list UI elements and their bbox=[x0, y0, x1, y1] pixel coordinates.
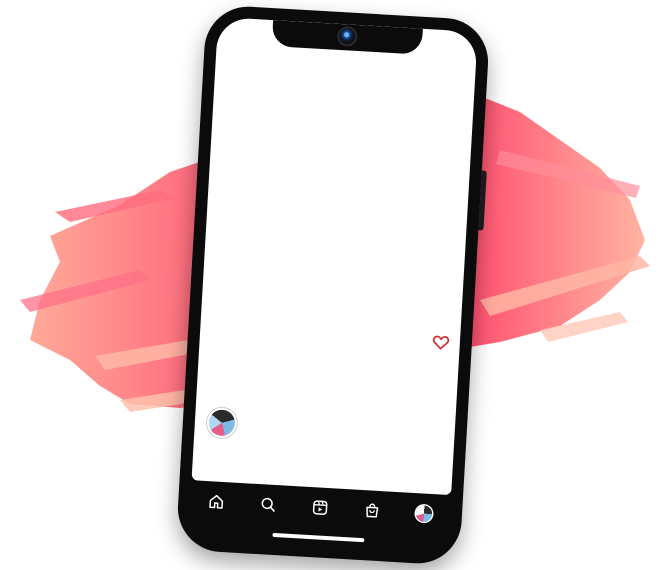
nav-item-home[interactable] bbox=[205, 490, 228, 513]
heart-outline-icon[interactable] bbox=[431, 333, 450, 352]
search-icon bbox=[261, 497, 275, 512]
notch bbox=[271, 20, 423, 55]
avatar[interactable] bbox=[208, 409, 236, 437]
camera-icon bbox=[338, 27, 356, 45]
phone-body bbox=[175, 4, 491, 566]
home-icon bbox=[209, 494, 224, 509]
bottom-navigation-bar bbox=[189, 484, 450, 531]
reels-icon bbox=[312, 500, 328, 515]
nav-item-reels[interactable] bbox=[309, 496, 332, 519]
profile-avatar bbox=[415, 505, 433, 523]
nav-item-search[interactable] bbox=[257, 493, 280, 516]
home-indicator bbox=[272, 532, 365, 543]
nav-item-shop[interactable] bbox=[360, 499, 383, 522]
nav-item-profile[interactable] bbox=[412, 502, 435, 525]
shop-bag-icon bbox=[366, 503, 379, 518]
phone-screen bbox=[191, 16, 478, 496]
